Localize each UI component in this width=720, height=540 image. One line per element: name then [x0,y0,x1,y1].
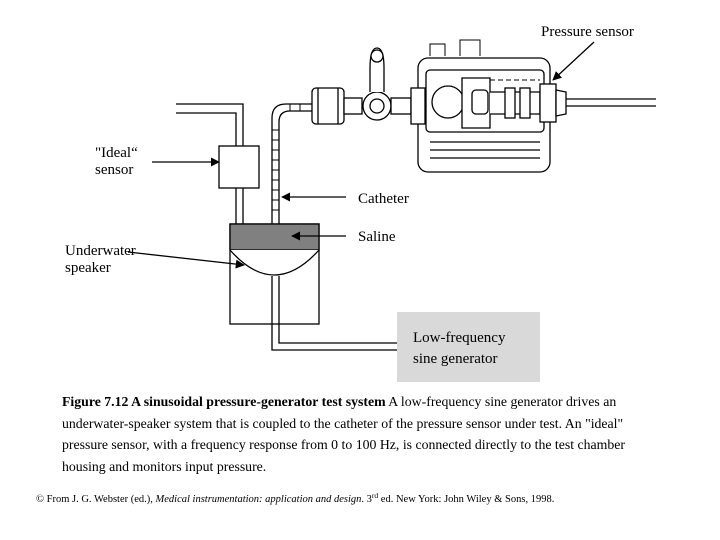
ideal-sensor-tube [176,103,244,146]
ideal-sensor-connector [235,188,244,224]
citation-title: Medical instrumentation: application and… [155,494,362,505]
figure-caption: Figure 7.12 A sinusoidal pressure-genera… [62,391,662,477]
saline-label: Saline [358,229,396,245]
pressure-sensor-arrow [552,41,595,81]
catheter-tube [271,103,312,224]
citation-prefix: © From J. G. Webster (ed.), [36,494,156,505]
ideal-sensor-label: "Ideal“ sensor [95,145,138,178]
saline-layer [229,223,320,251]
underwater-speaker-label: Underwater speaker [65,243,136,276]
sine-generator-label-line1: Low-frequency [413,330,506,346]
sine-generator-label-line2: sine generator [413,351,498,367]
citation-edition-sup: rd [371,491,379,500]
citation: © From J. G. Webster (ed.), Medical inst… [36,489,716,507]
stopcock [311,47,412,125]
speaker-arrow [127,251,245,269]
citation-suffix: ed. New York: John Wiley & Sons, 1998. [378,494,555,505]
caption-title: Figure 7.12 A sinusoidal pressure-genera… [62,394,386,409]
catheter-hatching [272,104,301,211]
caption-text: A low-frequency sine generator drives an… [62,394,626,474]
pressure-sensor-label: Pressure sensor [541,24,634,40]
catheter-label: Catheter [358,191,409,207]
citation-edition: . 3 [361,494,372,505]
sensor-cable [566,98,656,107]
ideal-sensor-box [218,145,260,189]
generator-tube [271,276,397,351]
underwater-speaker [229,249,320,276]
pressure-sensor-detail [429,39,540,81]
pressure-sensor-body [410,57,567,173]
sine-generator-box: Low-frequency sine generator [397,312,540,382]
